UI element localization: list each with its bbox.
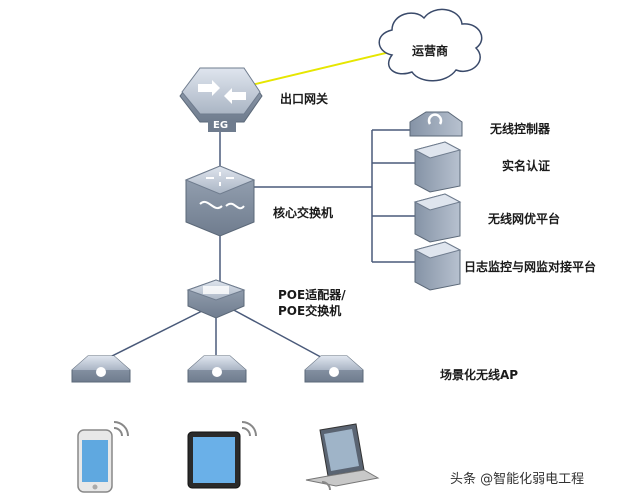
wireless-controller-icon <box>409 111 463 137</box>
laptop-icon <box>305 423 380 487</box>
wifi-signal-icon <box>321 481 331 491</box>
links <box>99 51 415 363</box>
server-label-auth: 实名认证 <box>502 159 551 173</box>
cloud-label: 运营商 <box>412 44 449 58</box>
watermark: 头条 @智能化弱电工程 <box>450 472 585 487</box>
core-switch-icon <box>184 165 256 237</box>
server-label-wireless-controller: 无线控制器 <box>490 122 551 136</box>
ap-group-label: 场景化无线AP <box>440 368 519 382</box>
link-poe-ap1 <box>99 307 209 363</box>
server-icon <box>413 141 462 193</box>
tablet-icon <box>187 431 241 489</box>
poe-switch-icon <box>186 279 246 319</box>
server-label-optimization: 无线网优平台 <box>488 212 561 226</box>
server-label-log-monitoring: 日志监控与网监对接平台 <box>464 260 597 274</box>
server-icon <box>413 241 462 291</box>
server-icon <box>413 193 462 243</box>
gateway-icon <box>179 67 263 132</box>
access-point-icon <box>187 355 247 383</box>
gateway-label: 出口网关 <box>280 92 329 106</box>
access-point-icon <box>71 355 131 383</box>
link-poe-ap3 <box>229 307 331 363</box>
wifi-signal-icon <box>113 421 129 437</box>
gateway-tag: EG <box>213 120 229 131</box>
poe-label-line1: POE适配器/ <box>278 288 346 302</box>
core-switch-label: 核心交换机 <box>273 206 334 220</box>
smartphone-icon <box>77 429 113 493</box>
cloud-icon <box>378 8 483 82</box>
wifi-signal-icon <box>241 421 257 437</box>
poe-label-line2: POE交换机 <box>278 304 342 318</box>
access-point-icon <box>304 355 364 383</box>
